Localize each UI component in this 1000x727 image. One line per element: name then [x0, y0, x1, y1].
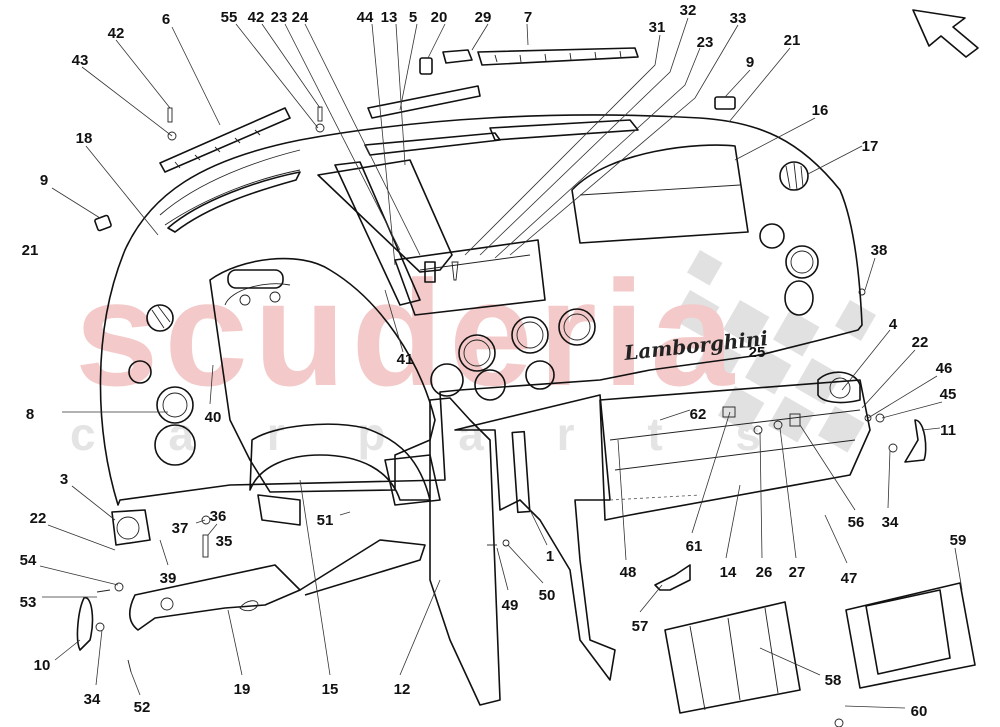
callout-label-43: 43	[72, 52, 89, 69]
callout-label-53: 53	[20, 594, 37, 611]
callout-label-23: 23	[697, 34, 714, 51]
callout-label-61: 61	[686, 538, 703, 555]
callout-label-5: 5	[409, 9, 417, 26]
callout-label-6: 6	[162, 11, 170, 28]
callout-label-35: 35	[216, 533, 233, 550]
callout-label-25: 25	[749, 344, 766, 361]
callout-label-7: 7	[524, 9, 532, 26]
callout-label-10: 10	[34, 657, 51, 674]
callout-label-21: 21	[784, 32, 801, 49]
callout-label-26: 26	[756, 564, 773, 581]
callout-label-56: 56	[848, 514, 865, 531]
callout-label-27: 27	[789, 564, 806, 581]
callout-label-18: 18	[76, 130, 93, 147]
leader-lines	[39, 17, 963, 709]
callout-label-19: 19	[234, 681, 251, 698]
callout-label-9: 9	[746, 54, 754, 71]
callout-label-9: 9	[40, 172, 48, 189]
callout-label-13: 13	[381, 9, 398, 26]
callout-label-20: 20	[431, 9, 448, 26]
callout-label-41: 41	[397, 351, 414, 368]
callout-label-46: 46	[936, 360, 953, 377]
callout-label-59: 59	[950, 532, 967, 549]
callout-label-42: 42	[248, 9, 265, 26]
callout-label-15: 15	[322, 681, 339, 698]
callout-label-24: 24	[292, 9, 309, 26]
dashboard-panel	[76, 47, 976, 727]
callout-label-11: 11	[940, 422, 956, 439]
callout-label-33: 33	[730, 10, 747, 27]
callout-label-37: 37	[172, 520, 189, 537]
callout-label-22: 22	[912, 334, 929, 351]
callout-label-42: 42	[108, 25, 125, 42]
callout-label-55: 55	[221, 9, 238, 26]
callout-label-47: 47	[841, 570, 858, 587]
callout-label-8: 8	[26, 406, 34, 423]
callout-label-51: 51	[317, 512, 334, 529]
callout-label-40: 40	[205, 409, 222, 426]
callout-label-60: 60	[911, 703, 928, 720]
callout-label-36: 36	[210, 508, 227, 525]
callout-label-34: 34	[882, 514, 899, 531]
callout-label-62: 62	[690, 406, 707, 423]
callout-label-48: 48	[620, 564, 637, 581]
callout-label-12: 12	[394, 681, 411, 698]
callout-label-52: 52	[134, 699, 151, 716]
callout-label-34: 34	[84, 691, 101, 708]
callout-label-17: 17	[862, 138, 879, 155]
callout-label-57: 57	[632, 618, 649, 635]
callout-label-16: 16	[812, 102, 829, 119]
callout-label-38: 38	[871, 242, 888, 259]
callout-label-3: 3	[60, 471, 68, 488]
callout-label-44: 44	[357, 9, 374, 26]
callout-label-22: 22	[30, 510, 47, 527]
callout-label-45: 45	[940, 386, 957, 403]
watermark-sub: c a r p a r t s	[70, 408, 791, 460]
callout-label-14: 14	[720, 564, 737, 581]
callout-label-58: 58	[825, 672, 842, 689]
arrow-up-left-icon	[912, 9, 979, 58]
callout-label-1: 1	[546, 548, 554, 565]
callout-label-32: 32	[680, 2, 697, 19]
callout-label-49: 49	[502, 597, 519, 614]
callout-label-21: 21	[22, 242, 39, 259]
callout-label-4: 4	[889, 316, 898, 333]
callout-label-29: 29	[475, 9, 492, 26]
callout-label-50: 50	[539, 587, 556, 604]
callout-label-54: 54	[20, 552, 37, 569]
callout-label-31: 31	[649, 19, 666, 36]
callout-label-39: 39	[160, 570, 177, 587]
watermark-brand: scuderia	[75, 249, 740, 417]
callout-label-23: 23	[271, 9, 288, 26]
